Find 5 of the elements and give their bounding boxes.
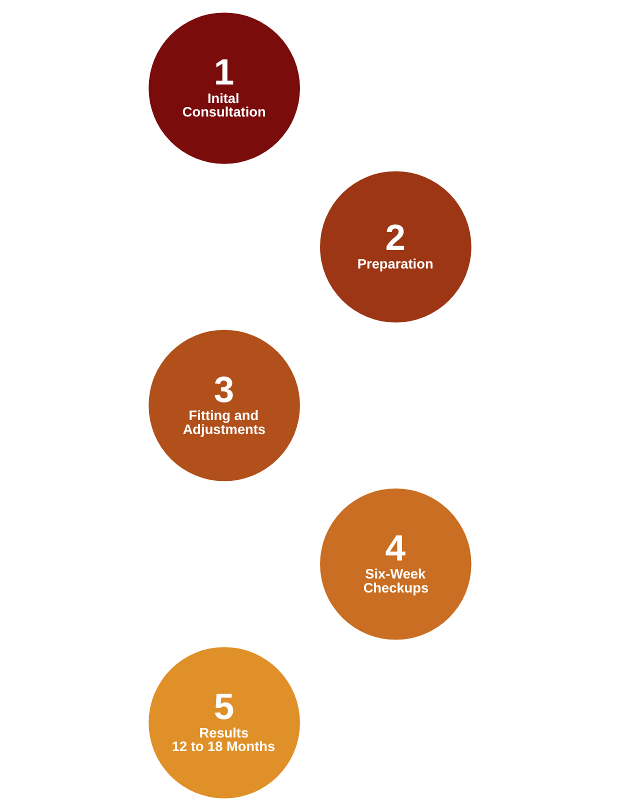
node-circle: 2 Preparation (320, 171, 472, 323)
node-circle: 5 Results 12 to 18 Months (148, 647, 300, 798)
node-circle: 3 Fitting and Adjustments (148, 330, 300, 482)
node-circle: 1 Inital Consultation (148, 12, 300, 164)
node-circle: 4 Six-Week Checkups (320, 488, 472, 640)
